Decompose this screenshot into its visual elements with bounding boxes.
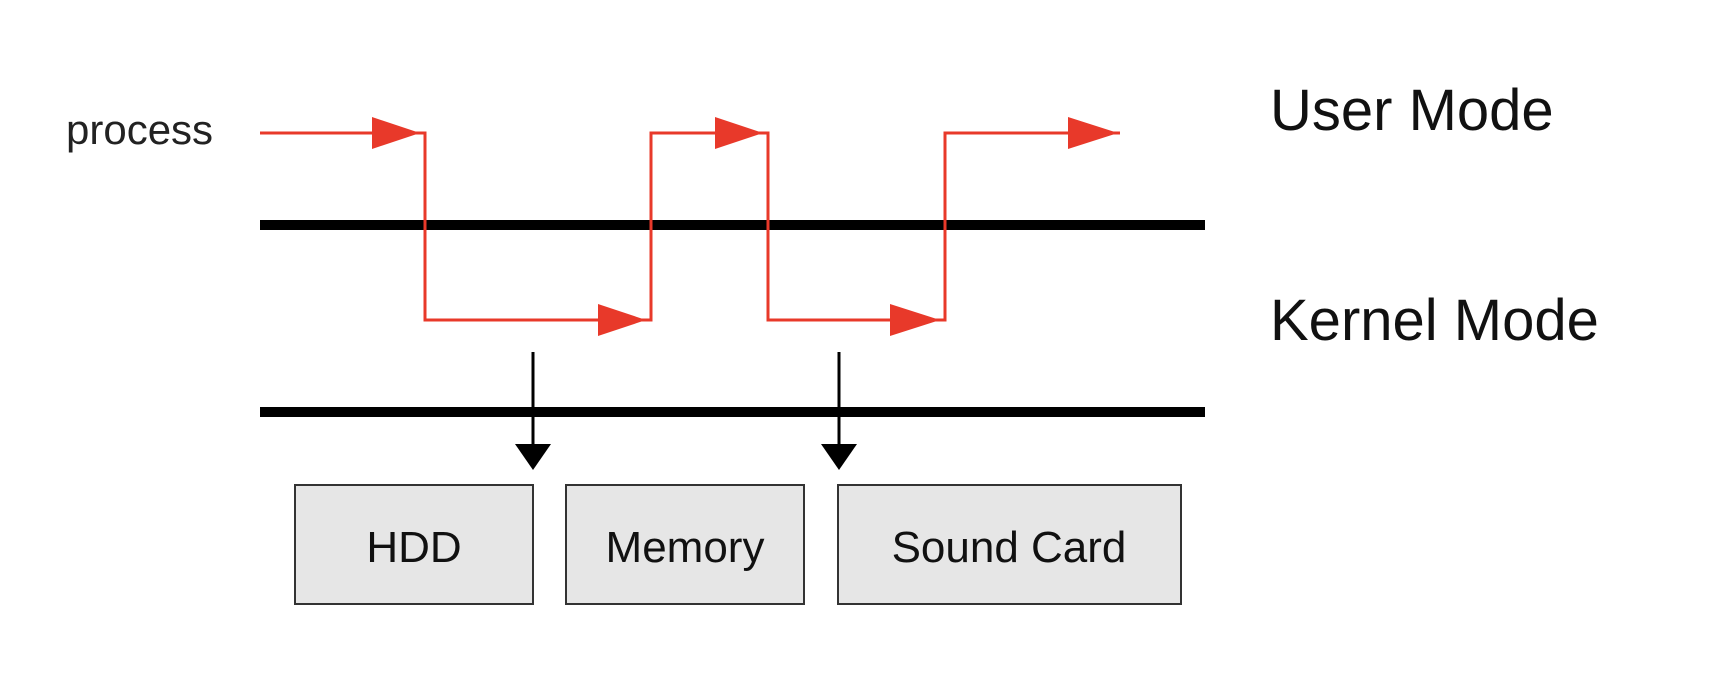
sound-card-label: Sound Card — [892, 523, 1127, 572]
memory-label: Memory — [606, 523, 765, 572]
flow-arrowhead-2 — [598, 304, 646, 336]
user-mode-label: User Mode — [1270, 78, 1554, 143]
soundcard-access-arrowhead — [821, 444, 857, 470]
sound-card-box: Sound Card — [837, 484, 1182, 605]
process-flow-path — [260, 131, 1120, 322]
memory-box: Memory — [565, 484, 805, 605]
hdd-access-arrowhead — [515, 444, 551, 470]
process-label: process — [66, 106, 213, 153]
hdd-label: HDD — [366, 523, 461, 572]
hdd-box: HDD — [294, 484, 534, 605]
flow-arrowhead-5 — [1068, 117, 1118, 149]
kernel-mode-label: Kernel Mode — [1270, 288, 1599, 353]
flow-arrowhead-4 — [890, 304, 940, 336]
flow-arrowhead-1 — [372, 117, 420, 149]
flow-arrowhead-3 — [715, 117, 763, 149]
